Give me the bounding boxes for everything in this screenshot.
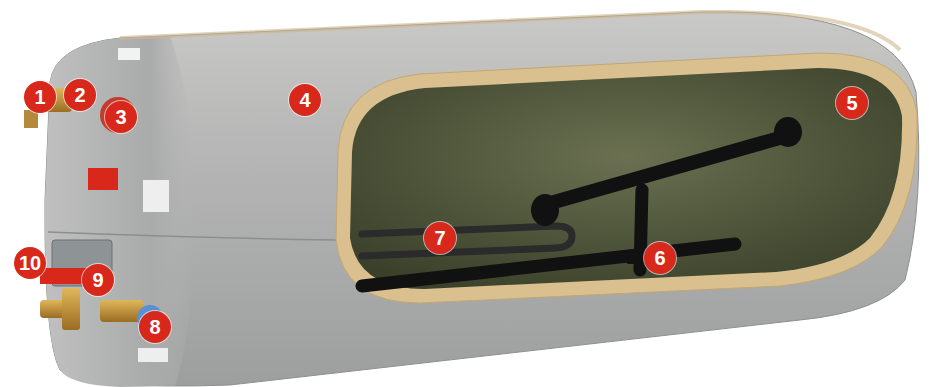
callout-number: 10 — [19, 253, 41, 273]
tank-interior — [350, 68, 902, 289]
callout-number: 1 — [34, 87, 45, 107]
warning-sticker — [88, 168, 118, 190]
callout-number: 5 — [846, 93, 857, 113]
callout-circle: 3 — [105, 101, 137, 133]
thermostat-rod — [362, 244, 735, 286]
sticker — [138, 348, 168, 362]
callout-circle: 9 — [82, 264, 114, 296]
top-highlight — [120, 12, 900, 50]
callout-circle: 4 — [289, 84, 321, 116]
sticker — [118, 48, 140, 60]
callout-number: 7 — [434, 228, 445, 248]
anode-arm — [540, 135, 790, 206]
heating-element — [362, 226, 572, 256]
callout-circle: 5 — [836, 87, 868, 119]
arm-end — [774, 117, 802, 147]
callout-circle: 7 — [424, 222, 456, 254]
arm-end — [531, 194, 559, 226]
callout-number: 4 — [299, 90, 310, 110]
callout-number: 3 — [115, 107, 126, 127]
callout-circle: 6 — [644, 242, 676, 274]
callout-number: 9 — [92, 270, 103, 290]
callout-number: 6 — [654, 248, 665, 268]
relief-valve — [100, 97, 136, 133]
callout-circle: 8 — [139, 311, 171, 343]
callout-circle: 2 — [64, 79, 96, 111]
callout-circle: 1 — [24, 81, 56, 113]
tank-body — [45, 12, 919, 386]
approval-sticker — [143, 180, 169, 212]
insulation — [336, 53, 917, 303]
callout-circle: 10 — [14, 247, 46, 279]
tank-end — [45, 36, 196, 387]
callout-number: 2 — [74, 85, 85, 105]
callout-number: 8 — [149, 317, 160, 337]
brass-valve — [62, 288, 80, 330]
seam-line — [48, 232, 340, 240]
